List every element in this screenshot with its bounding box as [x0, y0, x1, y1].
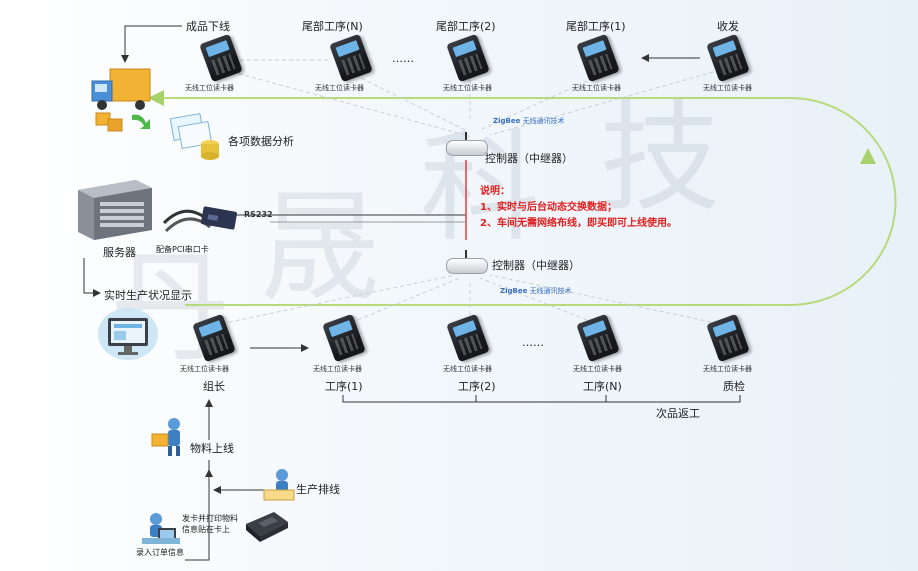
- label-process-n: 工序(N): [583, 380, 622, 393]
- router-icon: [446, 132, 488, 156]
- reader-caption: 无线工位读卡器: [313, 365, 362, 373]
- label-team-leader: 组长: [203, 380, 225, 393]
- scheduler-icon: [263, 469, 295, 501]
- label-data-analysis: 各项数据分析: [228, 135, 294, 148]
- note-item-2: 2、车间无需网络布线，即买即可上线使用。: [480, 218, 677, 229]
- arrow-realtime: [83, 258, 101, 297]
- label-tail-process-n: 尾部工序(N): [302, 20, 363, 33]
- label-process-1: 工序(1): [325, 380, 363, 393]
- label-controller-mid: 控制器（中继器）: [492, 259, 580, 272]
- card-issuer-icon: [246, 512, 288, 542]
- ellipsis-bottom: ……: [522, 336, 544, 349]
- rework-bracket: [342, 395, 741, 403]
- reader-caption: 无线工位读卡器: [443, 84, 492, 92]
- router-icon: [446, 250, 488, 274]
- reader-caption: 无线工位读卡器: [573, 365, 622, 373]
- label-issue-card-line1: 发卡并打印物料: [182, 514, 238, 523]
- label-controller-top: 控制器（中继器）: [485, 152, 573, 165]
- server-icon: [78, 180, 152, 240]
- label-quality-check: 质检: [723, 380, 745, 393]
- label-finished-off-line: 成品下线: [186, 20, 230, 33]
- label-server: 服务器: [103, 246, 136, 259]
- pci-card-icon: [162, 206, 237, 233]
- reader-caption: 无线工位读卡器: [315, 84, 364, 92]
- label-receiving: 收发: [717, 20, 739, 33]
- ellipsis-top: ……: [392, 52, 414, 65]
- zigbee-word: ZigBee: [500, 287, 528, 295]
- note-item-1: 1、实时与后台动态交换数据；: [480, 202, 617, 213]
- order-entry-icon: [142, 513, 180, 544]
- label-pci-card: 配备PCI串口卡: [156, 245, 209, 254]
- delivery-truck-icon: [91, 68, 151, 132]
- flow-vertical: [190, 460, 210, 561]
- material-worker-icon: [151, 418, 180, 456]
- reader-caption: 无线工位读卡器: [185, 84, 234, 92]
- label-realtime-display: 实时生产状况显示: [104, 289, 192, 302]
- zigbee-loop: [185, 97, 897, 306]
- label-issue-card-line2: 信息贴在卡上: [182, 525, 230, 534]
- reader-caption: 无线工位读卡器: [572, 84, 621, 92]
- note-title: 说明：: [480, 186, 510, 197]
- arrow-order: [185, 520, 210, 561]
- arrow-finished: [121, 25, 182, 63]
- zigbee-text: 无线通讯技术: [522, 117, 565, 125]
- reader-caption: 无线工位读卡器: [703, 84, 752, 92]
- zigbee-word: ZigBee: [493, 117, 521, 125]
- label-order-entry: 录入订单信息: [136, 548, 184, 557]
- zigbee-caption-bottom: ZigBee 无线通讯技术: [500, 286, 572, 296]
- reader-caption: 无线工位读卡器: [703, 365, 752, 373]
- label-production-schedule: 生产排线: [296, 483, 340, 496]
- label-defect-rework: 次品返工: [656, 407, 700, 420]
- monitor-icon: [98, 308, 158, 360]
- watermark-char-4: 技: [600, 89, 720, 228]
- zigbee-caption-top: ZigBee 无线通讯技术: [493, 116, 565, 126]
- dashed-links-bottom: [214, 274, 726, 326]
- label-material-on-line: 物料上线: [190, 442, 234, 455]
- reader-caption: 无线工位读卡器: [443, 365, 492, 373]
- label-rs232: RS232: [244, 210, 273, 219]
- label-tail-process-2: 尾部工序(2): [436, 20, 496, 33]
- dashed-links-top: [224, 59, 721, 136]
- data-analysis-icon: [170, 112, 219, 160]
- label-tail-process-1: 尾部工序(1): [566, 20, 626, 33]
- reader-caption: 无线工位读卡器: [180, 365, 229, 373]
- label-process-2: 工序(2): [458, 380, 496, 393]
- zigbee-text: 无线通讯技术: [529, 287, 572, 295]
